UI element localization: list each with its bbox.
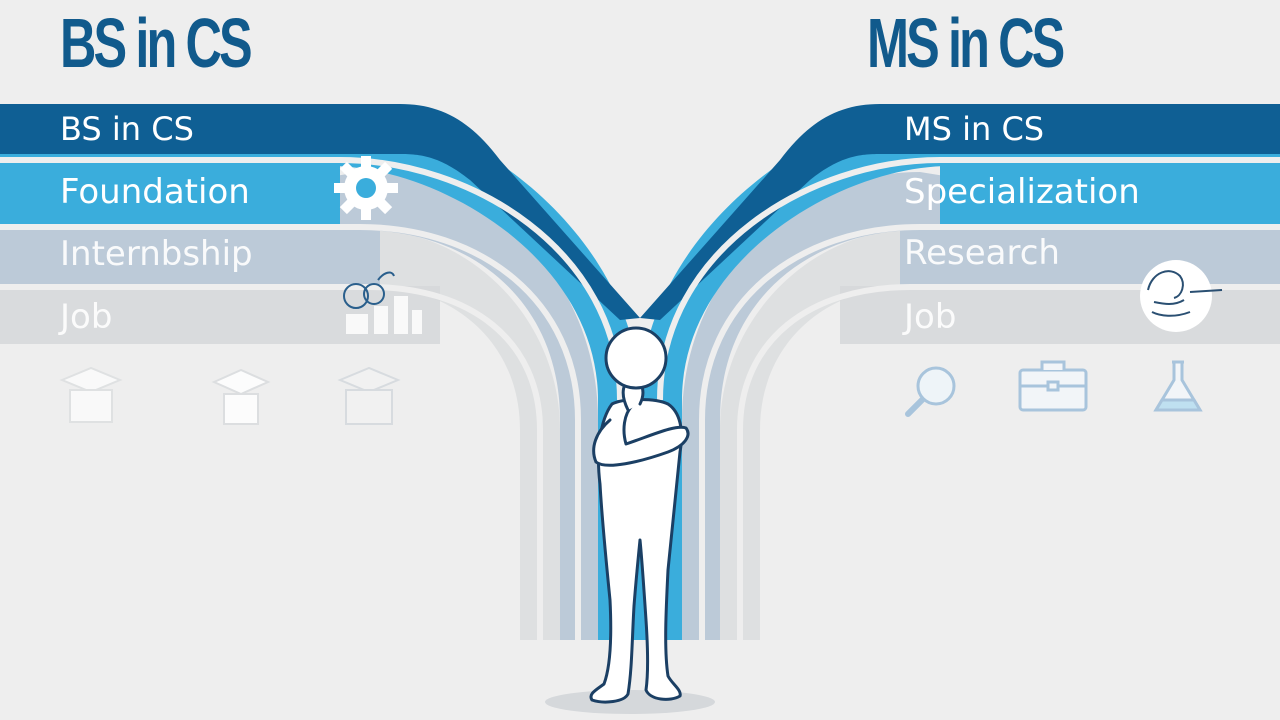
briefcase-icon [1018, 360, 1088, 412]
graduation-cap-icon [337, 366, 401, 425]
left-band-label-internship: Internbship [60, 234, 253, 274]
magnifier-icon [905, 366, 956, 417]
gears-icon [343, 271, 422, 334]
person-body [589, 398, 683, 704]
person-head [604, 326, 668, 390]
figure-shadow [545, 690, 715, 714]
right-separator-2 [699, 224, 1280, 640]
right-separator-1 [657, 157, 1280, 401]
left-band-bs [0, 104, 640, 320]
person-figure [589, 326, 690, 704]
left-band-label-degree: BS in CS [60, 110, 194, 148]
graduation-cap-icon [59, 366, 123, 423]
right-band-label-specialization: Specialization [904, 172, 1140, 212]
right-band-label-job: Job [904, 297, 957, 337]
research-illustration-icon [1140, 260, 1223, 332]
flask-icon [1153, 360, 1203, 412]
left-band-label-foundation: Foundation [60, 172, 250, 212]
right-band-label-degree: MS in CS [904, 110, 1045, 148]
left-title: BS in CS [60, 4, 253, 82]
right-band-label-research: Research [904, 233, 1060, 273]
right-title: MS in CS [866, 4, 1065, 82]
left-band-foundation-strip [0, 166, 340, 224]
right-band-research-strip [900, 230, 1280, 286]
graduation-cap-icon [211, 368, 271, 425]
left-separator-2 [0, 224, 581, 640]
person-arm [592, 404, 690, 467]
right-separator-3 [737, 284, 1280, 640]
right-band-ms [640, 104, 1280, 320]
left-separator-3 [0, 284, 543, 640]
right-band-specialization-strip [940, 166, 1280, 224]
left-band-label-job: Job [60, 297, 113, 337]
gear-icon [334, 156, 398, 220]
left-band-internship-strip [0, 230, 380, 286]
